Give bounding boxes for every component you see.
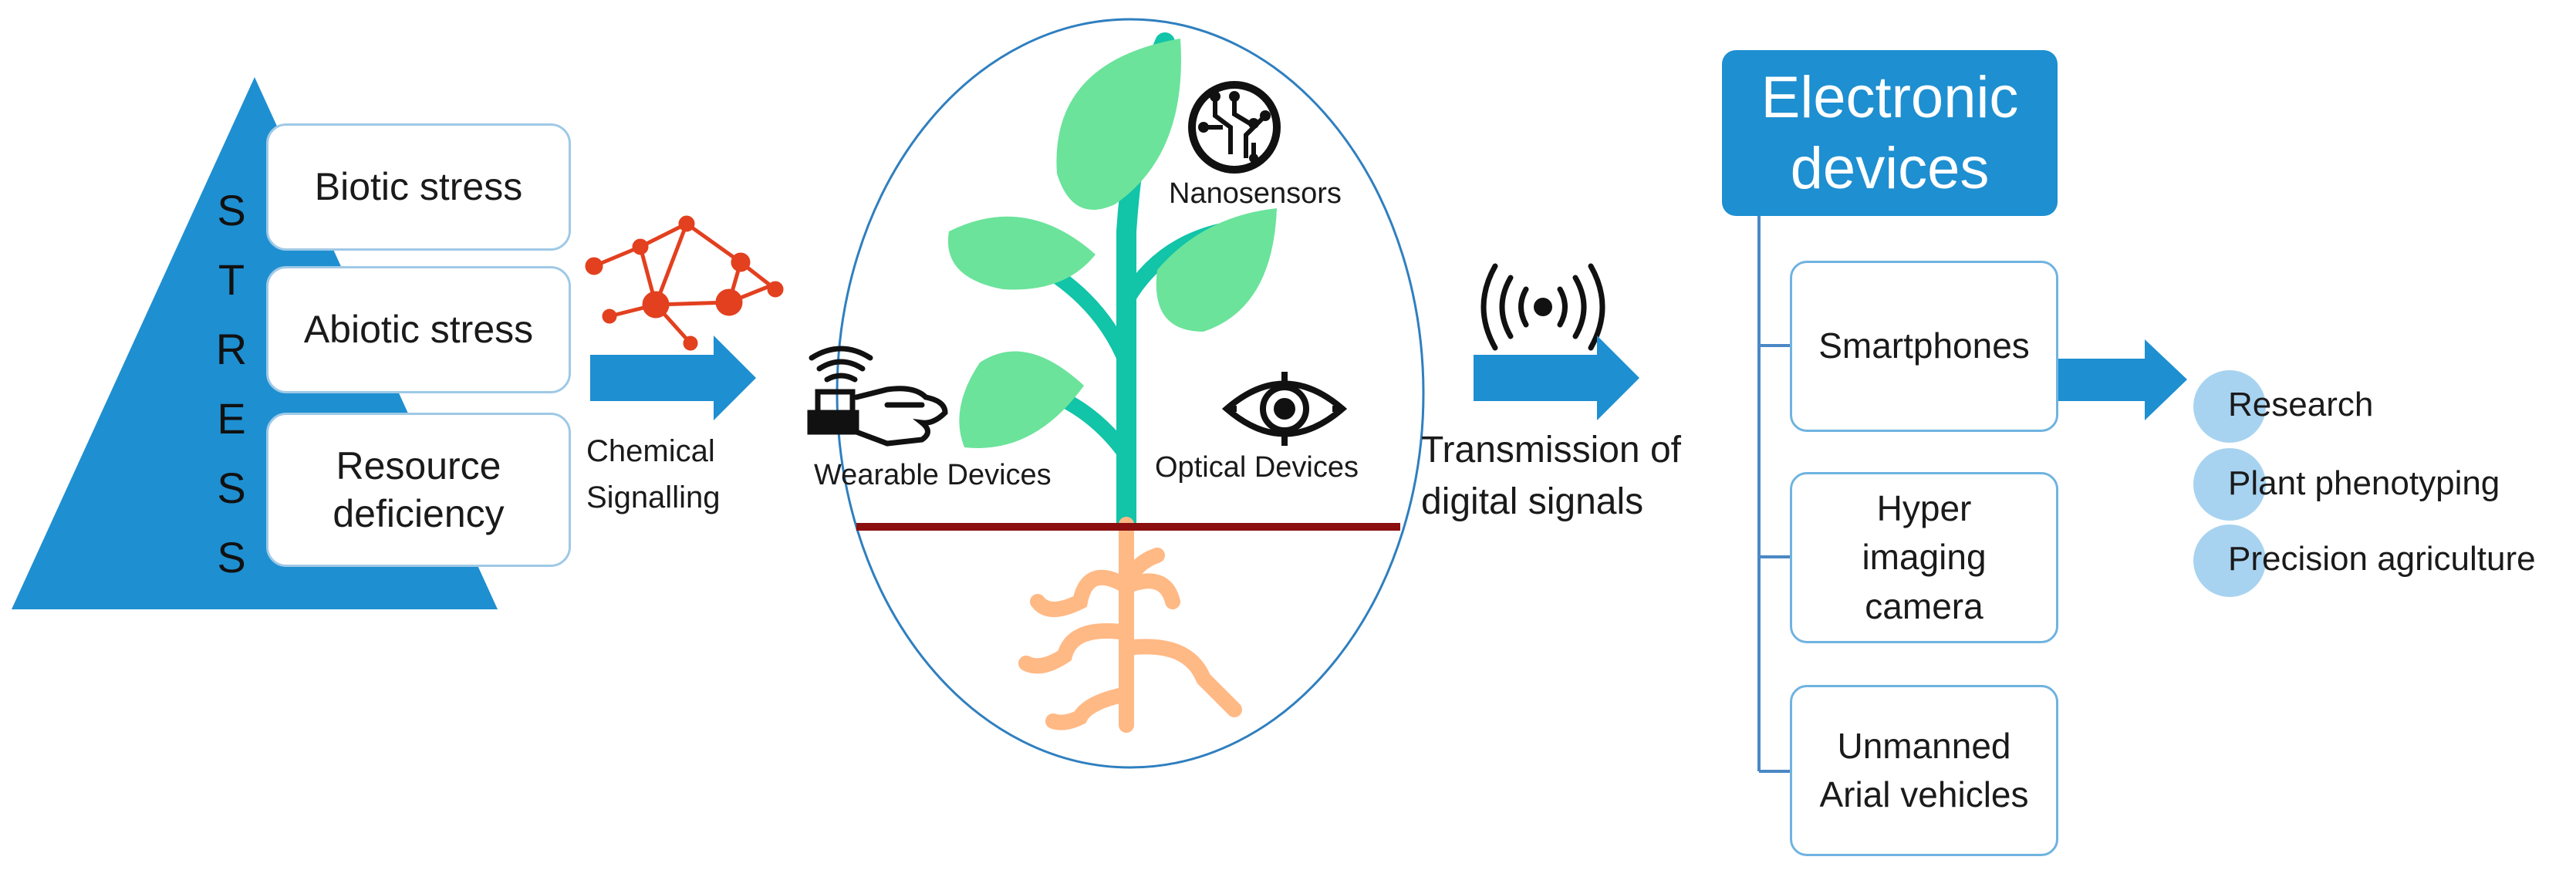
output-research-label: Research: [2228, 386, 2374, 423]
stress-letter-t: T: [218, 255, 245, 304]
resource-deficiency-label: Resource deficiency: [333, 444, 505, 536]
unmanned-aerial-vehicles-label: Unmanned Arial vehicles: [1819, 725, 2029, 814]
stress-letter-e: E: [217, 394, 246, 443]
nanosensor-chip-icon: [1188, 81, 1281, 174]
optical-devices-label: Optical Devices: [1155, 451, 1359, 484]
arrow-smartphones-to-outputs: [2021, 339, 2187, 420]
wearable-device-icon: [807, 346, 948, 447]
resource-deficiency-box: Resource deficiency: [266, 413, 571, 567]
stress-letter-s2: S: [217, 464, 246, 512]
output-bullet-research: [2193, 370, 2266, 443]
stress-letter-s3: S: [217, 533, 246, 582]
nanosensors-label: Nanosensors: [1169, 177, 1342, 210]
hyper-imaging-camera-box: Hyper imaging camera: [1790, 472, 2058, 643]
hyper-imaging-camera-label: Hyper imaging camera: [1862, 487, 1987, 626]
output-plant-phenotyping-label: Plant phenotyping: [2228, 464, 2500, 502]
chemical-signalling-label: Chemical Signalling: [586, 434, 721, 514]
output-precision-agriculture-label: Precision agriculture: [2228, 540, 2536, 578]
device-tree-connector: [1757, 216, 1790, 773]
optical-eye-icon: [1221, 372, 1348, 446]
abiotic-stress-box: Abiotic stress: [266, 266, 571, 393]
stress-letter-r: R: [215, 325, 248, 373]
transmission-label: Transmission of digital signals: [1421, 430, 1681, 523]
abiotic-stress-label: Abiotic stress: [303, 308, 534, 352]
wireless-signal-icon: [1480, 263, 1605, 351]
output-bullet-precision: [2193, 524, 2266, 597]
arrow-stress-to-plant: [590, 336, 756, 420]
biotic-stress-label: Biotic stress: [314, 165, 523, 209]
electronic-devices-title: Electronic devices: [1761, 65, 2019, 201]
smartphones-label: Smartphones: [1818, 325, 2030, 366]
molecule-network-icon: [585, 215, 784, 351]
electronic-devices-header: Electronic devices: [1722, 50, 2058, 216]
biotic-stress-box: Biotic stress: [266, 123, 571, 251]
output-bullet-phenotyping: [2193, 448, 2266, 521]
plant-icon: [947, 32, 1277, 733]
smartphones-box: Smartphones: [1790, 261, 2058, 432]
stress-letter-s1: S: [217, 186, 246, 234]
output-bullets: [2193, 370, 2266, 597]
wearable-devices-label: Wearable Devices: [814, 459, 1052, 491]
arrow-plant-to-devices: [1474, 336, 1639, 420]
unmanned-aerial-vehicles-box: Unmanned Arial vehicles: [1790, 685, 2058, 856]
